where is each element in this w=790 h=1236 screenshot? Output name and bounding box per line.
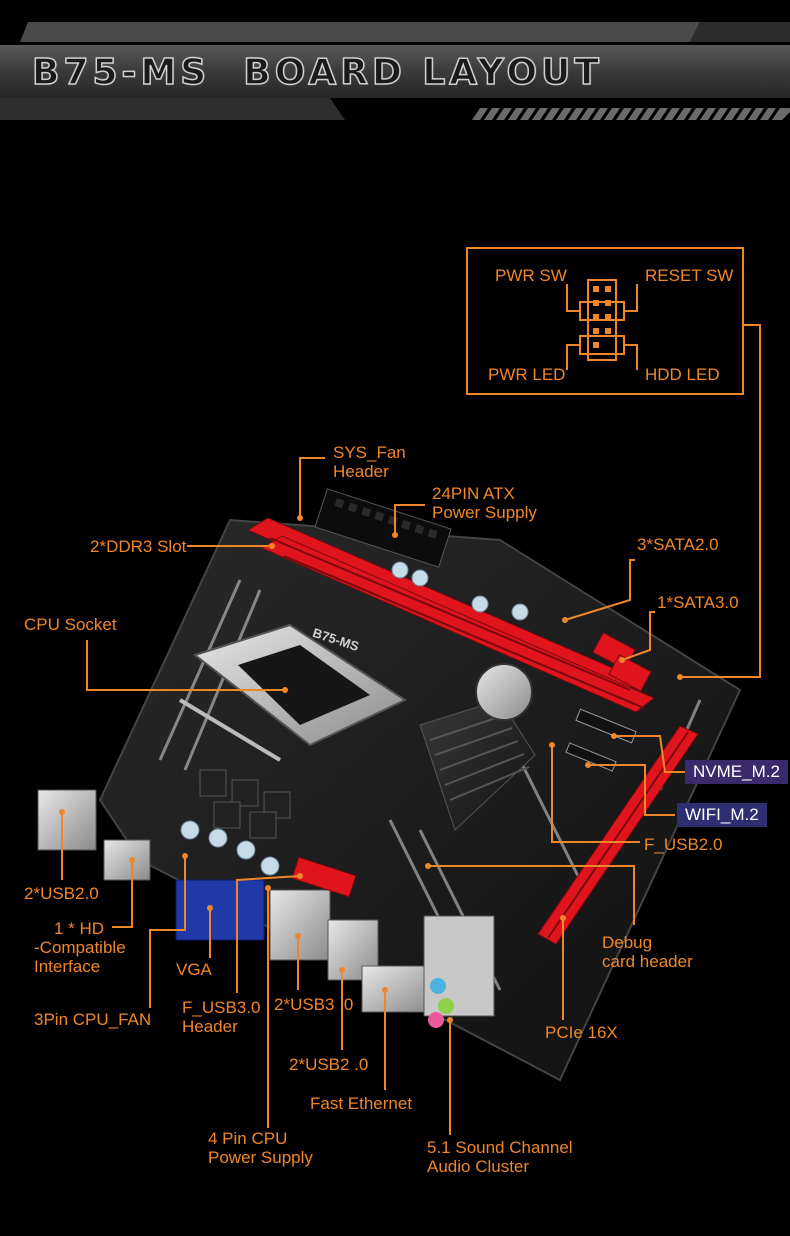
usb2-rear-label: 2*USB2 .0 bbox=[289, 1055, 369, 1074]
io-hdmi bbox=[103, 839, 151, 881]
audio-line2: Audio Cluster bbox=[427, 1157, 530, 1176]
audio-label: 5.1 Sound Channel Audio Cluster bbox=[427, 1138, 573, 1176]
leader-atx bbox=[394, 504, 425, 535]
f-usb3-label: F_USB3.0 Header bbox=[182, 998, 260, 1036]
atx-line1: 24PIN ATX bbox=[432, 484, 515, 503]
leader-fusb3 bbox=[236, 875, 301, 993]
cpu-socket-label: CPU Socket bbox=[24, 615, 117, 634]
leader-cpu bbox=[86, 640, 285, 691]
vga-label: VGA bbox=[176, 960, 212, 979]
cpu-socket-cover bbox=[238, 645, 370, 725]
leader-sata2 bbox=[564, 559, 635, 621]
io-vga bbox=[175, 879, 265, 941]
f-usb2-label: F_USB2.0 bbox=[644, 835, 723, 854]
leader-debug bbox=[428, 865, 635, 925]
f-usb3-line2: Header bbox=[182, 1017, 238, 1036]
f-usb3-line1: F_USB3.0 bbox=[182, 998, 261, 1017]
hd-label: 1 * HD -Compatible Interface bbox=[34, 919, 126, 976]
sata2-port bbox=[608, 654, 652, 692]
cpu-power-label: 4 Pin CPU Power Supply bbox=[208, 1129, 313, 1167]
pwr-sw-label: PWR SW bbox=[495, 266, 567, 285]
sys-fan-label: SYS_Fan Header bbox=[333, 443, 406, 481]
ethernet-label: Fast Ethernet bbox=[310, 1094, 413, 1113]
cpu-fan-label: 3Pin CPU_FAN bbox=[34, 1010, 152, 1029]
leader-panel bbox=[680, 324, 761, 678]
cpu-power-line1: 4 Pin CPU bbox=[208, 1129, 288, 1148]
io-usb2-left bbox=[37, 789, 97, 851]
debug-line1: Debug bbox=[602, 933, 653, 952]
nvme-slot bbox=[575, 708, 637, 744]
leader-sysfan bbox=[299, 457, 325, 518]
hd-line2: -Compatible bbox=[34, 938, 126, 957]
hd-line1: 1 * HD bbox=[54, 919, 105, 938]
io-audio bbox=[423, 915, 495, 1017]
leader-fusb2 bbox=[551, 745, 640, 843]
nvme-tag: NVME_M.2 bbox=[685, 760, 788, 784]
sys-fan-line1: SYS_Fan bbox=[333, 443, 406, 462]
io-ethernet bbox=[361, 965, 433, 1013]
pcie-label: PCIe 16X bbox=[545, 1023, 618, 1042]
leader-hdmi bbox=[112, 860, 133, 928]
sata3-label: 1*SATA3.0 bbox=[657, 593, 739, 612]
atx-line2: Power Supply bbox=[432, 503, 537, 522]
leader-sata3 bbox=[621, 611, 655, 661]
debug-line2: card header bbox=[602, 952, 693, 971]
debug-label: Debug card header bbox=[602, 933, 693, 971]
wifi-tag: WIFI_M.2 bbox=[677, 803, 767, 827]
f-usb3-header bbox=[291, 856, 357, 898]
sata2-label: 3*SATA2.0 bbox=[637, 535, 719, 554]
atx-label: 24PIN ATX Power Supply bbox=[432, 484, 537, 522]
front-panel-box bbox=[466, 247, 744, 395]
leader-wifi bbox=[588, 764, 675, 816]
pwr-led-label: PWR LED bbox=[488, 365, 566, 384]
usb2-left-label: 2*USB2.0 bbox=[24, 884, 99, 903]
cmos-battery bbox=[475, 663, 533, 721]
leader-cpufan bbox=[149, 856, 186, 1008]
sys-fan-line2: Header bbox=[333, 462, 389, 481]
page-title: B75-MS BOARD LAYOUT bbox=[31, 51, 603, 94]
ddr3-label: 2*DDR3 Slot bbox=[90, 537, 187, 556]
header-banner bbox=[0, 22, 790, 120]
reset-sw-label: RESET SW bbox=[645, 266, 734, 285]
audio-line1: 5.1 Sound Channel bbox=[427, 1138, 573, 1157]
hd-line3: Interface bbox=[34, 957, 101, 976]
usb3-label: 2*USB3 .0 bbox=[274, 995, 354, 1014]
hdd-led-label: HDD LED bbox=[645, 365, 720, 384]
io-usb3 bbox=[269, 889, 331, 961]
leader-nvme bbox=[614, 735, 685, 773]
cpu-power-line2: Power Supply bbox=[208, 1148, 313, 1167]
chipset-heatsink bbox=[419, 699, 536, 831]
